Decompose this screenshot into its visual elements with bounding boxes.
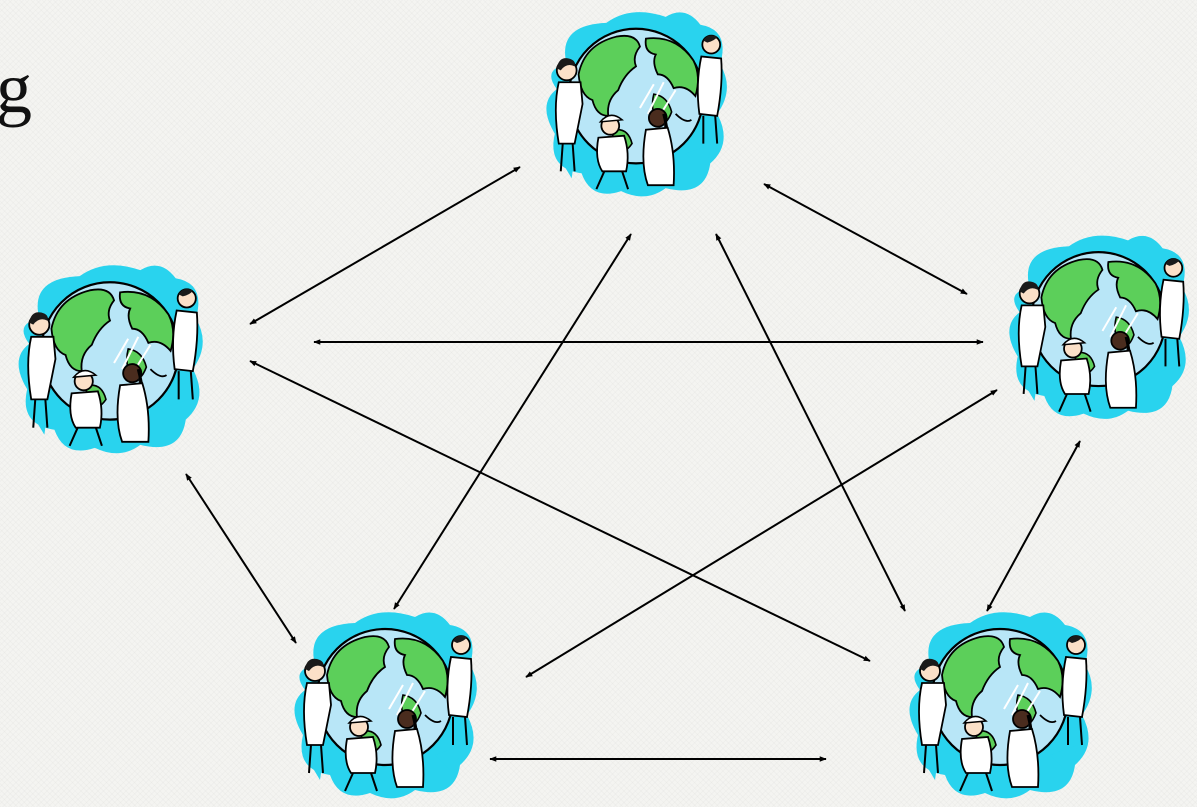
arrow-right-to-bottom-right — [986, 440, 1081, 612]
nodes-layer — [16, 10, 1191, 800]
arrow-top-to-right — [763, 183, 968, 295]
arrow-left-to-bottom-right — [249, 360, 871, 662]
node-top-people-around-globe-icon — [544, 10, 729, 198]
arrow-top-to-bottom-right — [715, 233, 906, 612]
arrow-top-to-left — [249, 166, 521, 325]
arrow-left-to-bottom-left — [185, 473, 297, 644]
slide-title-fragment: g — [0, 48, 32, 128]
node-right-people-around-globe-icon — [1007, 234, 1191, 421]
connections-layer — [185, 166, 1081, 762]
node-bottom-left-people-around-globe-icon — [292, 610, 479, 800]
arrow-right-to-bottom-left — [525, 389, 998, 678]
arrow-top-to-bottom-left — [393, 233, 632, 610]
node-left-people-around-globe-icon — [16, 263, 205, 455]
node-bottom-right-people-around-globe-icon — [907, 610, 1094, 800]
